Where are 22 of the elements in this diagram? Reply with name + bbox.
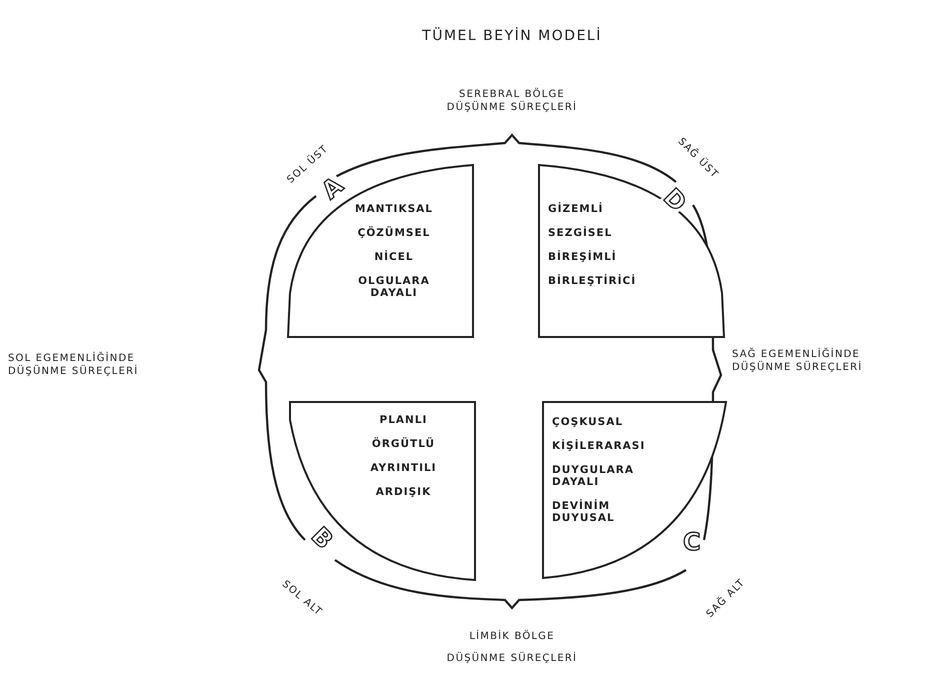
trait-text: BİRLEŞTİRİCİ	[548, 275, 636, 287]
side-label: SOL EGEMENLİĞİNDE DÜŞÜNME SÜREÇLERİ	[8, 352, 140, 378]
trait-text: GİZEMLİ	[548, 203, 604, 215]
trait-text: PLANLI	[380, 414, 428, 426]
trait-text: KİŞİLERARASI	[552, 440, 646, 452]
trait-text: DUYGULARA DAYALI	[552, 464, 636, 488]
trait-text: BİREŞİMLİ	[548, 251, 617, 263]
trait-text: AYRINTILI	[370, 462, 437, 474]
trait-text: MANTIKSAL	[355, 203, 433, 215]
region-label: SEREBRAL BÖLGE DÜŞÜNME SÜREÇLERİ	[446, 88, 578, 114]
side-label: SAĞ EGEMENLİĞİNDE DÜŞÜNME SÜREÇLERİ	[732, 348, 864, 374]
trait-text: DEVİNİM DUYUSAL	[552, 500, 616, 524]
region-label: LİMBİK BÖLGE DÜŞÜNME SÜREÇLERİ	[446, 628, 578, 666]
trait-text: ÇÖZÜMSEL	[358, 227, 430, 239]
trait-text: ÇOŞKUSAL	[552, 416, 624, 428]
trait-text: OLGULARA DAYALI	[357, 275, 431, 299]
trait-text: ÖRGÜTLÜ	[372, 438, 436, 450]
trait-text: NİCEL	[374, 251, 414, 263]
quadrant-letter: C	[682, 530, 702, 554]
title: TÜMEL BEYİN MODELİ	[421, 28, 603, 44]
trait-text: SEZGİSEL	[548, 227, 612, 239]
trait-text: ARDIŞIK	[376, 486, 432, 498]
